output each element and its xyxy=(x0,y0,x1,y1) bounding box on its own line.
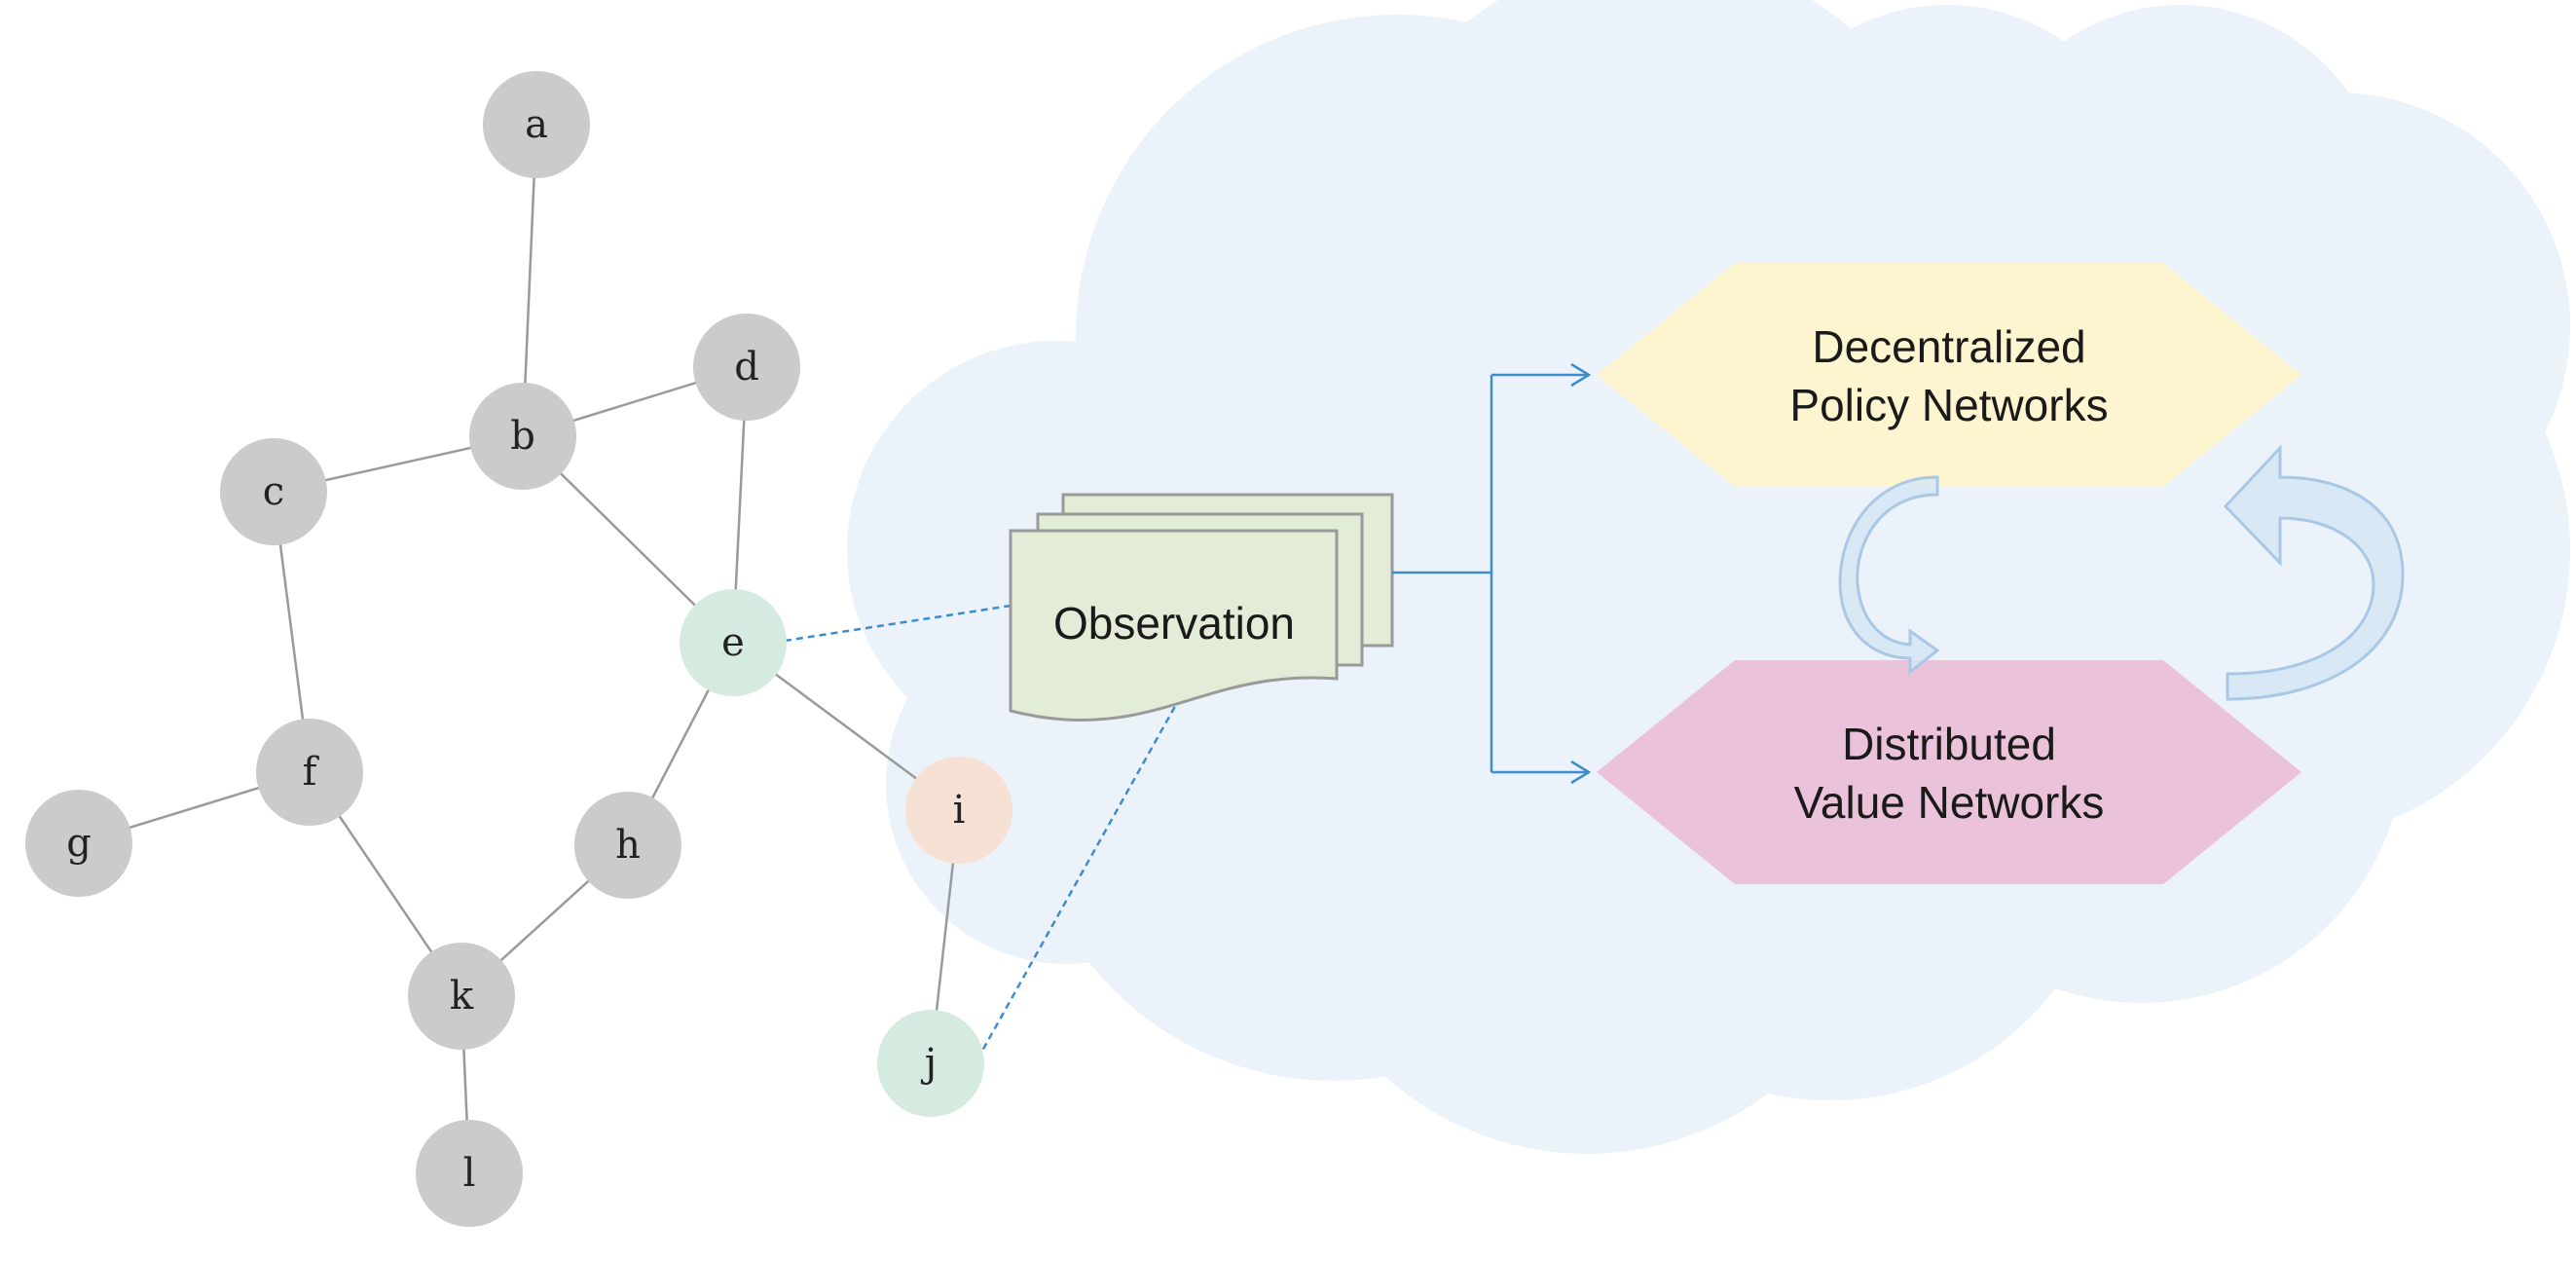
graph-node-f: f xyxy=(256,719,363,826)
node-label-j: j xyxy=(921,1041,937,1086)
graph-node-e: e xyxy=(680,589,787,696)
node-circle-b xyxy=(469,383,576,490)
node-circle-l xyxy=(416,1120,523,1227)
value-networks-title: Distributed xyxy=(1842,719,2056,769)
value-networks-shape xyxy=(1597,660,2301,884)
node-label-c: c xyxy=(263,469,284,514)
small-cycle-arrow-body xyxy=(1838,475,1940,676)
graph-node-i: i xyxy=(905,757,1012,864)
node-circle-i xyxy=(905,757,1012,864)
node-circle-k xyxy=(408,943,515,1050)
node-circle-g xyxy=(25,790,132,897)
node-label-d: d xyxy=(734,345,759,389)
graph-node-l: l xyxy=(416,1120,523,1227)
graph-nodes: a b c d e f g h i j k l xyxy=(25,71,1012,1227)
graph-node-b: b xyxy=(469,383,576,490)
value-to-policy-arrow-icon xyxy=(2223,444,2405,701)
node-label-h: h xyxy=(615,823,641,868)
graph-node-c: c xyxy=(220,438,327,545)
value-networks-node: Distributed Value Networks xyxy=(1597,660,2301,884)
node-circle-f xyxy=(256,719,363,826)
node-label-e: e xyxy=(721,620,745,665)
policy-to-value-arrow-icon xyxy=(1838,475,1940,676)
observation-document xyxy=(1009,529,1339,722)
observation-link-j xyxy=(975,700,1180,1060)
graph-node-k: k xyxy=(408,943,515,1050)
graph-node-g: g xyxy=(25,790,132,897)
observation-label: Observation xyxy=(1053,598,1295,649)
observation-to-networks-connector xyxy=(1392,362,1592,785)
value-networks-subtitle: Value Networks xyxy=(1794,777,2105,828)
policy-networks-node: Decentralized Policy Networks xyxy=(1597,263,2301,487)
graph-node-a: a xyxy=(483,71,590,178)
node-label-g: g xyxy=(66,821,92,866)
large-cycle-arrow-body xyxy=(2223,444,2405,701)
node-label-a: a xyxy=(525,102,548,147)
graph-edges xyxy=(78,124,961,1174)
node-label-b: b xyxy=(510,414,535,459)
node-circle-h xyxy=(574,792,681,899)
policy-networks-subtitle: Policy Networks xyxy=(1789,380,2108,430)
node-label-k: k xyxy=(450,974,474,1019)
node-label-i: i xyxy=(953,788,966,833)
observation-link-e xyxy=(784,604,1012,643)
node-circle-a xyxy=(483,71,590,178)
graph-node-d: d xyxy=(693,314,800,421)
node-circle-d xyxy=(693,314,800,421)
node-circle-e xyxy=(680,589,787,696)
node-label-f: f xyxy=(303,750,320,795)
observation-stack: Observation xyxy=(1009,493,1394,722)
node-circle-c xyxy=(220,438,327,545)
node-circle-j xyxy=(877,1010,984,1117)
graph-node-j: j xyxy=(877,1010,984,1117)
policy-networks-title: Decentralized xyxy=(1812,321,2085,372)
node-label-l: l xyxy=(463,1151,476,1196)
graph-node-h: h xyxy=(574,792,681,899)
policy-networks-shape xyxy=(1597,263,2301,487)
